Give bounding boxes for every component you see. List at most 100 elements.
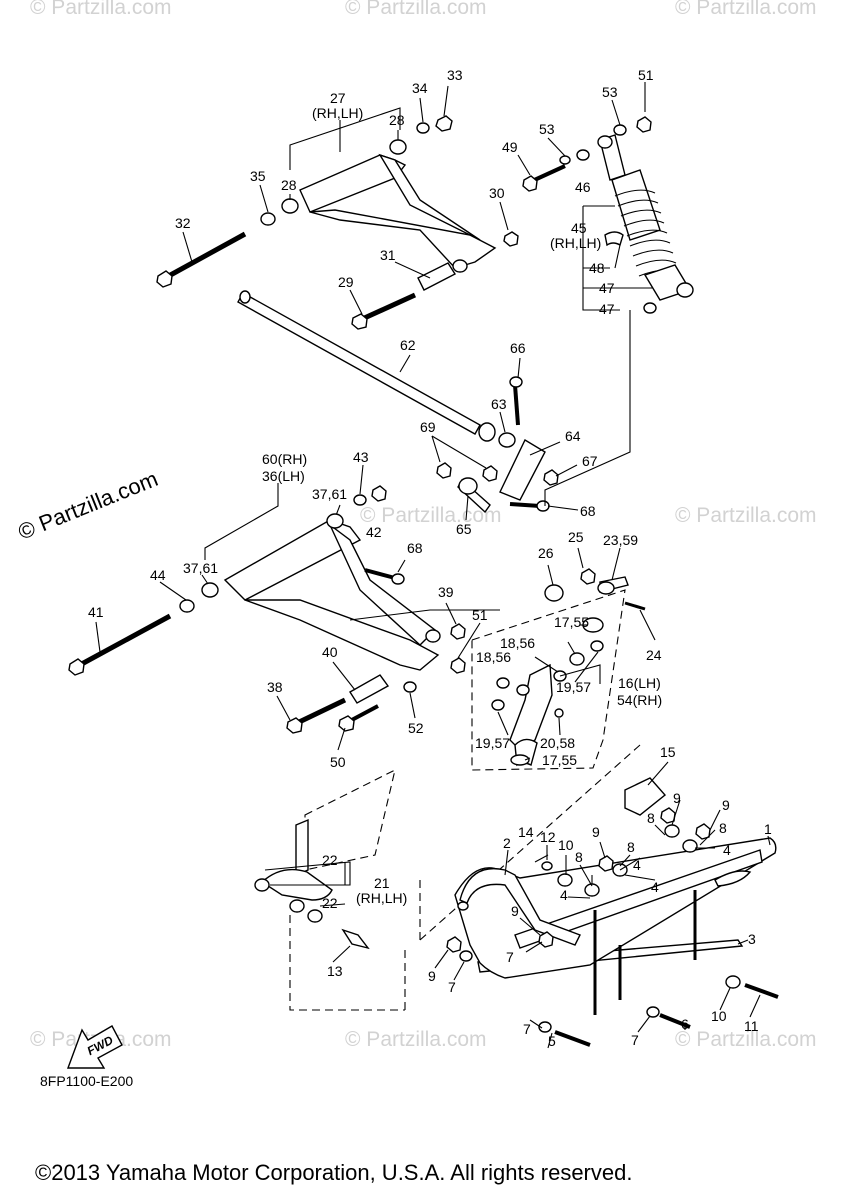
callout: 7 [448, 979, 456, 995]
callout: 27 [330, 90, 346, 106]
callout: 12 [540, 829, 556, 845]
callout: 13 [327, 963, 343, 979]
callout: (RH,LH) [356, 890, 407, 906]
shock-absorber-group [517, 82, 694, 314]
partzilla-watermark: © Partzilla.com [15, 466, 162, 545]
callout: 9 [673, 790, 681, 806]
callout: 28 [389, 112, 405, 128]
callout: 63 [491, 396, 507, 412]
callout: 4 [723, 842, 731, 858]
upper-arm-group [156, 85, 519, 330]
callout: 37,61 [312, 486, 347, 502]
watermark-text: © Partzilla.com [345, 0, 487, 19]
spindle-group [304, 547, 656, 871]
lower-arm-group [68, 464, 500, 751]
callout: 11 [744, 1018, 759, 1034]
callout: 47 [599, 280, 615, 296]
callout: 15 [660, 744, 676, 760]
callout: 29 [338, 274, 354, 290]
callout: 64 [565, 428, 581, 444]
callout: 62 [400, 337, 416, 353]
copyright-text: ©2013 Yamaha Motor Corporation, U.S.A. A… [35, 1160, 632, 1185]
callout: 16(LH) [618, 675, 661, 691]
callout: 14 [518, 824, 534, 840]
callout: 41 [88, 604, 104, 620]
callout: 18,56 [500, 635, 535, 651]
callout: 69 [420, 419, 436, 435]
diagram-code: 8FP1100-E200 [40, 1073, 133, 1089]
callout: 1 [764, 821, 772, 837]
watermark-text: © Partzilla.com [360, 504, 502, 527]
callout: 33 [447, 67, 463, 83]
callout: 48 [589, 260, 605, 276]
callout: 22 [322, 852, 338, 868]
callout: 26 [538, 545, 554, 561]
callout: 18,56 [476, 649, 511, 665]
callout: 51 [638, 67, 654, 83]
callout: 38 [267, 679, 283, 695]
callout: 53 [539, 121, 555, 137]
callout: 17,55 [542, 752, 577, 768]
callout: 4 [651, 879, 659, 895]
callout: 23,59 [603, 532, 638, 548]
callout: 60(RH) [262, 451, 307, 467]
callout: 9 [428, 968, 436, 984]
callout-labels: 27 (RH,LH) 34 33 28 28 35 30 32 31 29 51… [88, 67, 772, 1049]
callout: 3 [748, 931, 756, 947]
callout: (RH,LH) [312, 105, 363, 121]
callout: 68 [580, 503, 596, 519]
callout: 4 [633, 857, 641, 873]
callout: 19,57 [475, 735, 510, 751]
callout: 30 [489, 185, 505, 201]
callout: 9 [592, 824, 600, 840]
callout: 52 [408, 720, 424, 736]
callout: 4 [560, 887, 568, 903]
watermark-text: © Partzilla.com [675, 0, 817, 19]
callout: 32 [175, 215, 191, 231]
callout: 2 [503, 835, 511, 851]
watermark-text: © Partzilla.com [30, 0, 172, 19]
callout: 46 [575, 179, 591, 195]
callout: 34 [412, 80, 428, 96]
callout: 43 [353, 449, 369, 465]
callout: 24 [646, 647, 662, 663]
callout: 8 [647, 810, 655, 826]
callout: 19,57 [556, 679, 591, 695]
callout: 68 [407, 540, 423, 556]
callout: 9 [511, 903, 519, 919]
callout: 8 [627, 839, 635, 855]
callout: 7 [506, 949, 514, 965]
callout: 51 [472, 607, 488, 623]
callout: 39 [438, 584, 454, 600]
callout: 65 [456, 521, 472, 537]
callout: 53 [602, 84, 618, 100]
watermark-text: © Partzilla.com [675, 1028, 817, 1051]
callout: 54(RH) [617, 692, 662, 708]
callout: 10 [558, 837, 574, 853]
callout: 22 [322, 895, 338, 911]
callout: 67 [582, 453, 598, 469]
callout: 10 [711, 1008, 727, 1024]
callout: 47 [599, 301, 615, 317]
callout: 7 [523, 1021, 531, 1037]
callout: 45 [571, 220, 587, 236]
callout: 42 [366, 524, 382, 540]
callout: 36(LH) [262, 468, 305, 484]
watermark-text: © Partzilla.com [345, 1028, 487, 1051]
stabilizer-shaft-group [237, 290, 631, 521]
watermark-layer: © Partzilla.com © Partzilla.com © Partzi… [30, 0, 817, 1051]
callout: 50 [330, 754, 346, 770]
callout: 6 [681, 1016, 689, 1032]
callout: 9 [722, 797, 730, 813]
callout: 40 [322, 644, 338, 660]
callout: 7 [631, 1032, 639, 1048]
callout: 37,61 [183, 560, 218, 576]
callout: 25 [568, 529, 584, 545]
callout: (RH,LH) [550, 235, 601, 251]
callout: 35 [250, 168, 266, 184]
callout: 66 [510, 340, 526, 356]
callout: 20,58 [540, 735, 575, 751]
callout: 5 [548, 1033, 556, 1049]
callout: 8 [719, 820, 727, 836]
